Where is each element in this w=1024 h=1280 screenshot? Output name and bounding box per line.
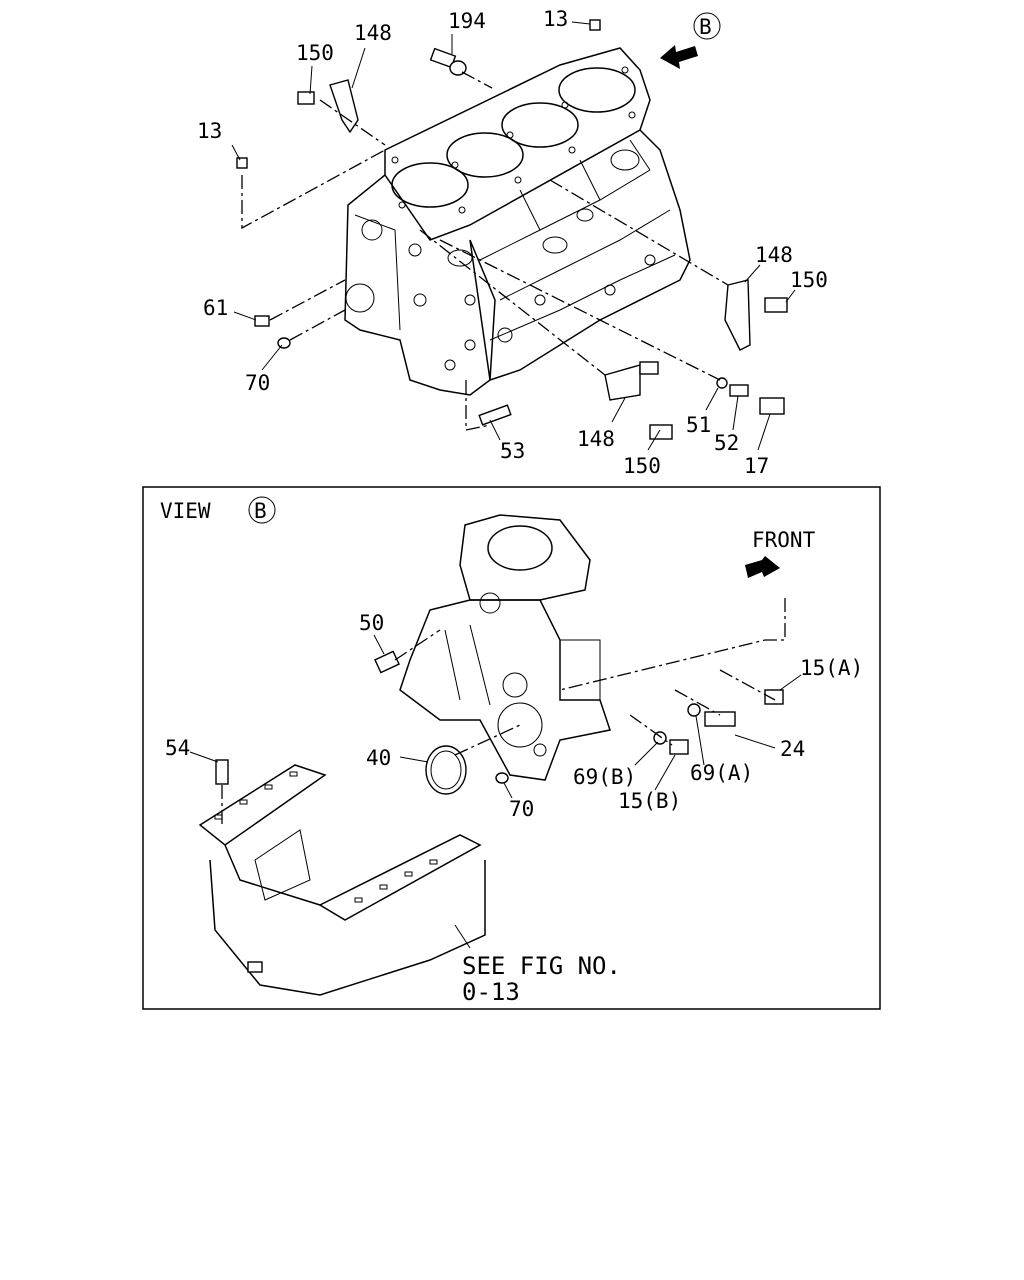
view-b-letter: B (254, 499, 267, 523)
view-b-title: VIEW (160, 499, 211, 523)
callout-148-right: 148 (755, 243, 793, 267)
see-fig-line2: 0-13 (462, 978, 520, 1006)
callout-17: 17 (744, 454, 769, 478)
callout-13-left: 13 (197, 119, 222, 143)
callout-69a: 69(A) (690, 761, 753, 785)
callout-150-top: 150 (296, 41, 334, 65)
callout-150-mid: 150 (623, 454, 661, 478)
oil-pan (198, 764, 486, 996)
callout-148-top: 148 (354, 21, 392, 45)
callout-70-top: 70 (245, 371, 270, 395)
callout-194: 194 (448, 9, 486, 33)
arrow-b-letter: B (699, 15, 712, 39)
callout-40: 40 (366, 746, 391, 770)
callout-69b: 69(B) (573, 765, 636, 789)
callout-50: 50 (359, 611, 384, 635)
block-rear-view (399, 514, 611, 781)
callout-61: 61 (203, 296, 228, 320)
callout-54: 54 (165, 736, 190, 760)
callout-51: 51 (686, 413, 711, 437)
block-parts (236, 19, 788, 440)
callout-148-mid: 148 (577, 427, 615, 451)
callout-150-right: 150 (790, 268, 828, 292)
cylinder-block (344, 47, 691, 396)
callout-53: 53 (500, 439, 525, 463)
callout-70-bottom: 70 (509, 797, 534, 821)
view-b-leaders (189, 598, 802, 949)
top-callouts: 194 13 148 150 13 61 70 148 150 148 150 … (197, 7, 828, 478)
see-fig-note: SEE FIG NO. 0-13 (462, 952, 621, 1006)
view-b-parts (215, 650, 784, 795)
callout-52: 52 (714, 431, 739, 455)
callout-15a: 15(A) (800, 656, 863, 680)
front-arrow (745, 556, 780, 578)
callout-15b: 15(B) (618, 789, 681, 813)
see-fig-line1: SEE FIG NO. (462, 952, 621, 980)
view-b-arrow: B (660, 12, 721, 69)
front-label: FRONT (752, 528, 816, 552)
callout-13-top: 13 (543, 7, 568, 31)
view-b-callouts: 50 15(A) 24 40 69(B) 69(A) 15(B) 70 54 (165, 611, 863, 821)
callout-24: 24 (780, 737, 805, 761)
top-leaders (231, 21, 796, 451)
view-b-header: VIEW B FRONT (160, 496, 816, 578)
view-b-frame (142, 486, 881, 1010)
